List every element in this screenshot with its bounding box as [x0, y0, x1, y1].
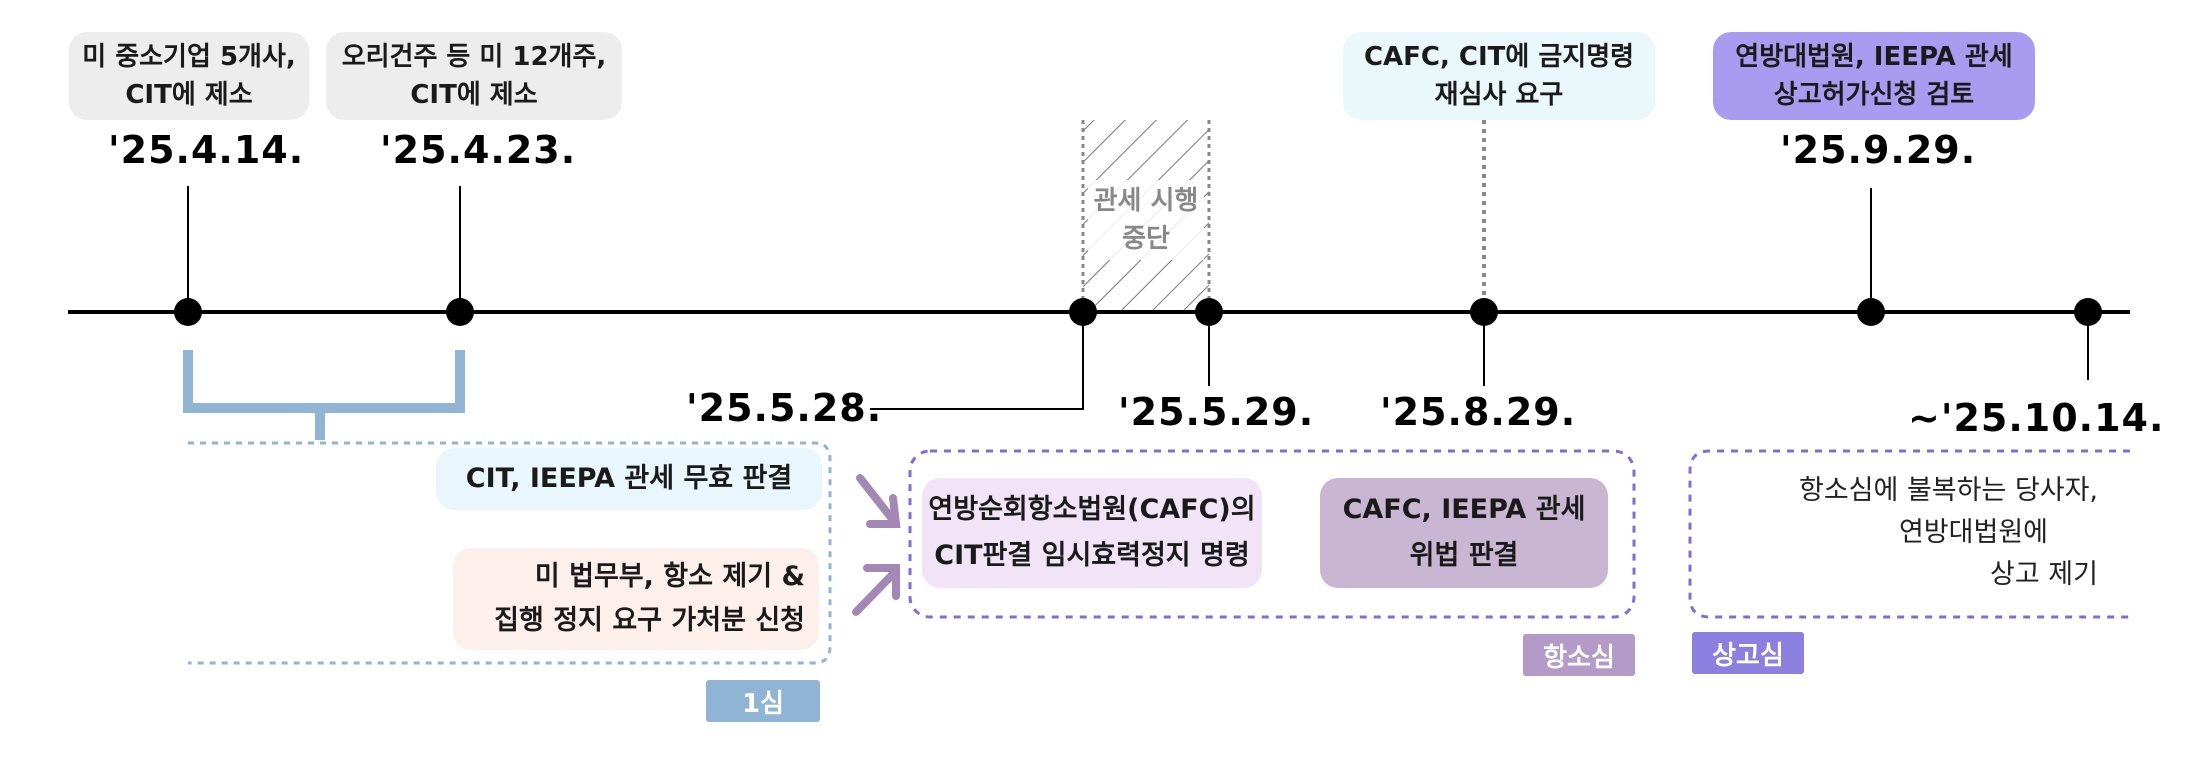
suspension-label-line2: 중단 — [1122, 224, 1170, 254]
event-e5-label: CAFC, CIT에 금지명령 재심사 요구 — [1343, 32, 1655, 120]
supreme-frame — [1688, 449, 2130, 619]
cafc-stay-box: 연방순회항소법원(CAFC)의 CIT판결 임시효력정지 명령 — [922, 478, 1262, 588]
suspension-label-line1: 관세 시행 — [1093, 186, 1199, 216]
event-e2-date: '25.4.23. — [380, 128, 577, 172]
arrow-into-appeal-2 — [852, 564, 900, 616]
event-e7-date: ~'25.10.14. — [1908, 396, 2165, 440]
supreme-text-line1: 항소심에 불복하는 당사자, — [1799, 475, 2098, 506]
event-e6-label-line1: 연방대법원, IEEPA 관세 — [1735, 42, 2013, 72]
event-e1-label: 미 중소기업 5개사, CIT에 제소 — [69, 32, 309, 120]
event-e4-date: '25.5.29. — [1118, 390, 1315, 434]
event-e5-date: '25.8.29. — [1380, 390, 1577, 434]
stage-label-first-instance: 1심 — [706, 680, 820, 722]
event-dot-e6 — [1857, 298, 1885, 326]
connector-e3 — [870, 312, 1084, 410]
event-e6-date: '25.9.29. — [1780, 128, 1977, 172]
appeal-frame — [908, 449, 1636, 619]
event-e1-label-line2: CIT에 제소 — [125, 80, 253, 110]
suspension-label: 관세 시행 중단 — [1083, 182, 1209, 258]
event-dot-e1 — [174, 298, 202, 326]
event-dot-e7 — [2074, 298, 2102, 326]
event-e2-label-line2: CIT에 제소 — [410, 80, 538, 110]
doj-appeal-box: 미 법무부, 항소 제기 & 집행 정지 요구 가처분 신청 — [453, 548, 819, 650]
event-dot-e4 — [1195, 298, 1223, 326]
event-dot-e5 — [1470, 298, 1498, 326]
cafc-ruling-line2: 위법 판결 — [1409, 540, 1519, 571]
event-dot-e2 — [446, 298, 474, 326]
first-instance-frame — [188, 441, 832, 665]
cafc-ruling-box: CAFC, IEEPA 관세 위법 판결 — [1320, 478, 1608, 588]
cafc-ruling-line1: CAFC, IEEPA 관세 — [1342, 494, 1586, 525]
event-e3-date: '25.5.28. — [686, 386, 883, 430]
stage-label-appeal: 항소심 — [1523, 634, 1635, 676]
stage-label-supreme: 상고심 — [1692, 632, 1804, 674]
doj-appeal-line1: 미 법무부, 항소 제기 & — [534, 561, 805, 592]
event-dot-e3 — [1069, 298, 1097, 326]
event-e6-label: 연방대법원, IEEPA 관세 상고허가신청 검토 — [1713, 32, 2035, 120]
event-e1-date: '25.4.14. — [108, 128, 305, 172]
cafc-stay-line2: CIT판결 임시효력정지 명령 — [934, 540, 1250, 571]
supreme-text-line3: 상고 제기 — [1990, 559, 2098, 590]
event-e5-label-line2: 재심사 요구 — [1434, 80, 1564, 110]
cit-ruling-box: CIT, IEEPA 관세 무효 판결 — [436, 448, 822, 510]
event-e5-label-line1: CAFC, CIT에 금지명령 — [1363, 42, 1635, 72]
event-e2-label: 오리건주 등 미 12개주, CIT에 제소 — [326, 32, 622, 120]
bracket-first-instance — [183, 350, 465, 413]
cafc-stay-line1: 연방순회항소법원(CAFC)의 — [928, 494, 1256, 525]
event-e1-label-line1: 미 중소기업 5개사, — [82, 42, 296, 72]
doj-appeal-line2: 집행 정지 요구 가처분 신청 — [494, 605, 805, 636]
supreme-text-line2: 연방대법원에 — [1898, 517, 2048, 548]
event-e2-label-line1: 오리건주 등 미 12개주, — [341, 42, 607, 72]
event-e6-label-line2: 상고허가신청 검토 — [1773, 80, 1975, 110]
arrow-into-appeal-1 — [856, 474, 901, 528]
suspension-label-bg — [1088, 180, 1204, 260]
supreme-petition-text: 항소심에 불복하는 당사자, 연방대법원에 상고 제기 — [1700, 470, 2098, 596]
